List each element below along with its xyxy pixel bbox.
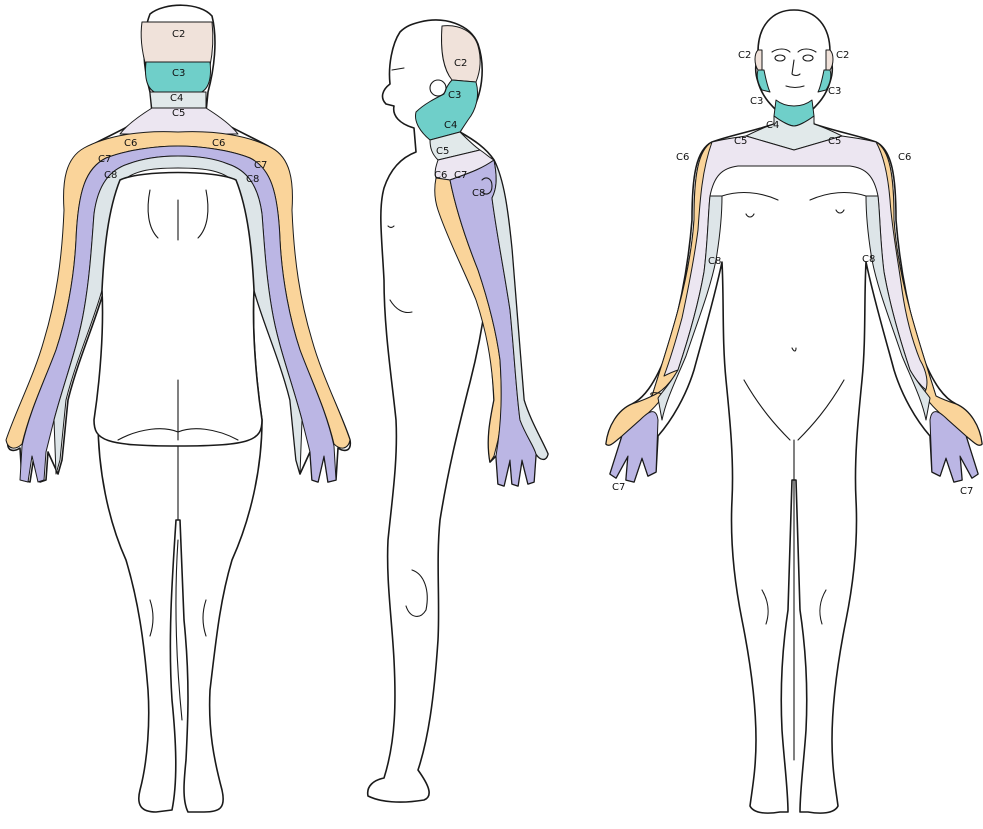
anterior-label-c7-right: C7 xyxy=(960,486,973,497)
posterior-label-c6-right: C6 xyxy=(212,138,225,149)
anterior-label-c5-right: C5 xyxy=(828,136,841,147)
lateral-label-c4: C4 xyxy=(444,120,457,131)
lateral-label-c6: C6 xyxy=(434,170,447,181)
posterior-view: C2 C3 C4 C5 C6 C6 C7 C7 C8 C8 xyxy=(6,5,350,812)
posterior-label-c3: C3 xyxy=(172,68,185,79)
lateral-label-c8: C8 xyxy=(472,188,485,199)
posterior-label-c6-left: C6 xyxy=(124,138,137,149)
anterior-label-c3-left: C3 xyxy=(750,96,763,107)
posterior-label-c8-right: C8 xyxy=(246,174,259,185)
lateral-label-c3: C3 xyxy=(448,90,461,101)
anterior-view: C2 C2 C3 C3 C4 C5 C5 C6 C6 C7 C7 C8 C8 xyxy=(606,10,982,813)
posterior-label-c4: C4 xyxy=(170,93,183,104)
anterior-label-c2-left: C2 xyxy=(738,50,751,61)
anterior-label-c4: C4 xyxy=(766,120,779,131)
lateral-view: C2 C3 C4 C5 C6 C7 C8 xyxy=(368,20,548,802)
anterior-label-c8-left: C8 xyxy=(708,256,721,267)
anterior-label-c7-left: C7 xyxy=(612,482,625,493)
anterior-label-c6-right: C6 xyxy=(898,152,911,163)
posterior-label-c7-left: C7 xyxy=(98,154,111,165)
posterior-label-c8-left: C8 xyxy=(104,170,117,181)
lateral-label-c7: C7 xyxy=(454,170,467,181)
posterior-label-c5: C5 xyxy=(172,108,185,119)
anterior-c2-zone-left xyxy=(755,50,762,70)
anterior-label-c8-right: C8 xyxy=(862,254,875,265)
anterior-label-c6-left: C6 xyxy=(676,152,689,163)
lateral-label-c2: C2 xyxy=(454,58,467,69)
anterior-c2-zone-right xyxy=(826,50,833,70)
posterior-label-c7-right: C7 xyxy=(254,160,267,171)
anterior-label-c3-right: C3 xyxy=(828,86,841,97)
posterior-label-c2: C2 xyxy=(172,29,185,40)
lateral-label-c5: C5 xyxy=(436,146,449,157)
anterior-label-c2-right: C2 xyxy=(836,50,849,61)
anterior-label-c5-left: C5 xyxy=(734,136,747,147)
